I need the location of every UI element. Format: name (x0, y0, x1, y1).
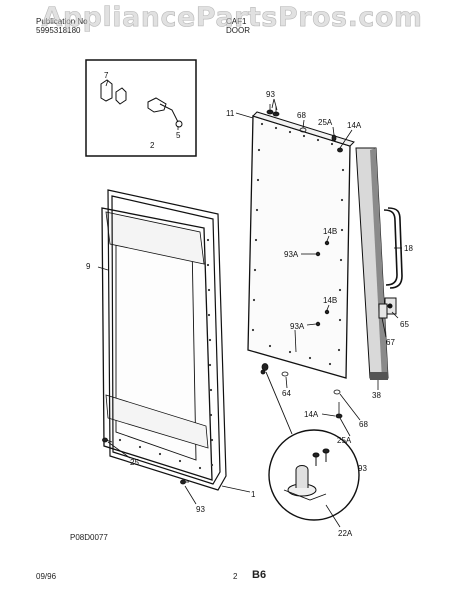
part-label-7: 7 (104, 71, 109, 80)
part-label-11: 11 (226, 109, 235, 118)
inner-door-liner (101, 207, 214, 481)
leader-lines (97, 79, 402, 528)
footer-page-code: B6 (252, 569, 267, 581)
part-label-25a-bot: 25A (337, 436, 352, 445)
part-label-93-right: 93 (358, 464, 367, 473)
part-label-93a-2: 93A (290, 322, 305, 331)
part-label-14a-top: 14A (347, 121, 362, 130)
part-label-68-bot: 68 (359, 420, 368, 429)
publication-number: 5995318180 (36, 26, 81, 35)
model-number: CAF1 (226, 17, 247, 26)
part-label-93-bot: 93 (196, 505, 205, 514)
part-label-93a-1: 93A (284, 250, 299, 259)
part-label-5: 5 (176, 131, 181, 140)
drawing-code: P08D0077 (70, 533, 108, 542)
part-label-25a-top: 25A (318, 118, 333, 127)
handle-trim-strip (355, 147, 389, 380)
part-label-93-top: 93 (266, 90, 275, 99)
section-title: DOOR (226, 26, 250, 35)
part-label-67: 67 (386, 338, 395, 347)
footer-date: 09/96 (36, 572, 57, 581)
part-label-38: 38 (372, 391, 381, 400)
part-label-65: 65 (400, 320, 409, 329)
door-gasket (107, 189, 227, 491)
footer-page: 2 (233, 572, 238, 581)
part-label-1: 1 (251, 490, 256, 499)
screws (102, 104, 343, 485)
hinge-detail-inset (85, 59, 197, 157)
part-labels: 7 5 2 93 11 68 25A 14A 9 14B 93A 18 14B … (86, 71, 413, 538)
part-label-14b-1: 14B (323, 227, 337, 236)
part-label-64: 64 (282, 389, 291, 398)
part-label-14a-bot: 14A (304, 410, 319, 419)
outer-door-panel (247, 111, 355, 379)
part-label-18: 18 (404, 244, 413, 253)
part-label-9: 9 (86, 262, 91, 271)
part-label-22a: 22A (338, 529, 353, 538)
cam-detail-circle (265, 371, 360, 521)
part-label-25: 25 (130, 458, 139, 467)
hinge-bracket (378, 297, 397, 319)
part-label-68-top: 68 (297, 111, 306, 120)
part-label-14b-2: 14B (323, 296, 337, 305)
publication-label: Publication No (36, 17, 88, 26)
part-label-2: 2 (150, 141, 155, 150)
